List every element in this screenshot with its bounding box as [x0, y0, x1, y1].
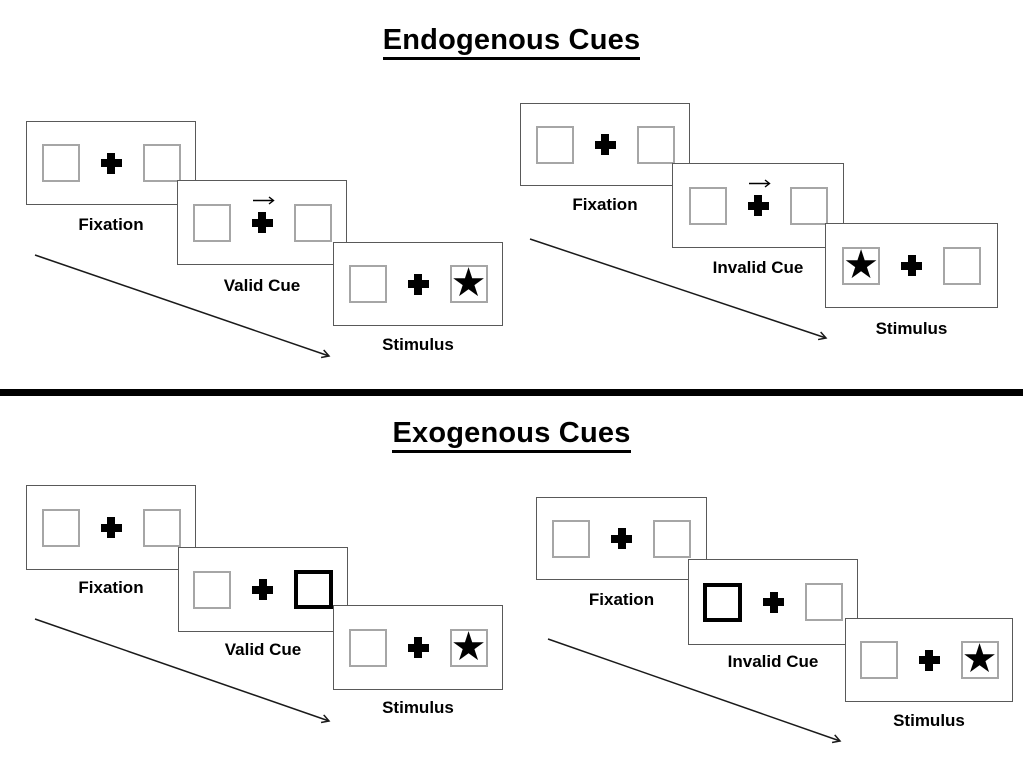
cue-highlight-square: [703, 582, 742, 622]
right-placeholder-square: [142, 144, 181, 182]
fixation-cross-icon: [100, 152, 122, 174]
fixation-panel: [26, 121, 196, 205]
left-placeholder-square: [41, 508, 80, 547]
left-placeholder-square: [688, 186, 727, 225]
cue-highlight-square: [294, 570, 333, 609]
endogenous-title-text: Endogenous Cues: [382, 24, 641, 60]
fixation-panel: [26, 485, 196, 570]
left-placeholder-square: [193, 570, 231, 609]
valid-cue-panel: [178, 547, 348, 632]
star-square: ★: [842, 242, 880, 287]
valid-cue-label: Valid Cue: [223, 276, 301, 295]
right-placeholder-square: [636, 125, 675, 164]
left-placeholder-square: [41, 144, 80, 182]
exogenous-section-title: Exogenous Cues: [0, 417, 1023, 453]
fixation-label: Fixation: [588, 590, 655, 609]
fixation-cross-icon: [407, 637, 429, 658]
right-placeholder-square: [789, 186, 828, 225]
right-arrow-icon: [252, 196, 275, 205]
timeline-arrow: [34, 618, 338, 728]
fixation-label: Fixation: [78, 578, 144, 597]
stimulus-label: Stimulus: [382, 335, 454, 354]
invalid-cue-panel: [688, 559, 858, 645]
star-icon: ★: [450, 624, 487, 669]
star-square: ★: [449, 624, 488, 669]
fixation-cross-icon: [251, 212, 273, 233]
fixation-cross-icon: [901, 255, 922, 276]
fixation-label: Fixation: [78, 215, 144, 234]
left-placeholder-square: [192, 203, 231, 242]
fixation-cross-icon: [763, 591, 784, 613]
fixation-cross-icon: [611, 528, 632, 549]
fixation-panel: [536, 497, 707, 580]
fixation-cross-icon: [252, 579, 273, 600]
section-divider: [0, 389, 1023, 396]
valid-cue-panel: [177, 180, 347, 265]
star-square: ★: [449, 261, 488, 305]
right-placeholder-square: [293, 203, 332, 242]
right-placeholder-square: [943, 246, 981, 285]
endogenous-section-title: Endogenous Cues: [0, 24, 1023, 60]
right-placeholder-square: [142, 508, 181, 547]
stimulus-panel: ★: [825, 223, 998, 308]
invalid-cue-panel: [672, 163, 844, 248]
stimulus-panel: ★: [333, 242, 503, 326]
fixation-cross-icon: [594, 134, 616, 155]
right-arrow-icon: [748, 179, 771, 188]
left-placeholder-square: [348, 265, 387, 303]
right-placeholder-square: [653, 519, 691, 558]
right-placeholder-square: [805, 583, 843, 621]
fixation-cross-icon: [747, 195, 769, 216]
stimulus-panel: ★: [333, 605, 503, 690]
timeline-arrow: [34, 254, 338, 364]
left-placeholder-square: [348, 628, 387, 667]
invalid-cue-label: Invalid Cue: [712, 258, 804, 277]
left-placeholder-square: [552, 519, 590, 558]
star-icon: ★: [843, 242, 879, 287]
left-placeholder-square: [859, 641, 898, 679]
fixation-cross-icon: [407, 273, 429, 295]
invalid-cue-label: Invalid Cue: [727, 652, 819, 671]
stimulus-label: Stimulus: [382, 698, 454, 717]
stimulus-panel: ★: [845, 618, 1013, 702]
fixation-cross-icon: [100, 517, 122, 538]
fixation-cross-icon: [918, 649, 940, 671]
fixation-panel: [520, 103, 690, 186]
star-square: ★: [960, 637, 999, 681]
left-placeholder-square: [535, 125, 574, 164]
exogenous-title-text: Exogenous Cues: [392, 417, 631, 453]
valid-cue-label: Valid Cue: [224, 640, 302, 659]
timeline-arrow: [547, 638, 848, 748]
stimulus-label: Stimulus: [893, 711, 965, 730]
fixation-label: Fixation: [572, 195, 638, 214]
star-icon: ★: [450, 261, 487, 305]
star-icon: ★: [961, 637, 998, 681]
timeline-arrow: [529, 238, 835, 346]
stimulus-label: Stimulus: [875, 319, 948, 338]
